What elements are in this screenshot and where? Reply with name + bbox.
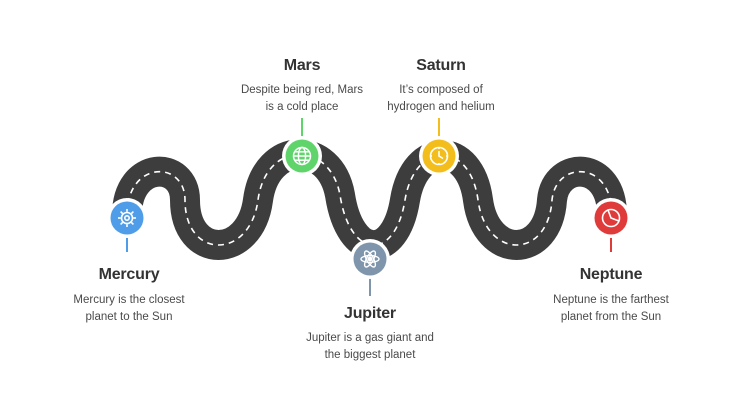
saturn-description: It’s composed of hydrogen and helium [351,82,531,116]
atom-icon [360,250,380,268]
mercury-desc-line-1: Mercury is the closest [73,294,185,306]
mars-desc-line-2: is a cold place [265,101,339,113]
neptune-title: Neptune [579,266,643,283]
mars-description: Despite being red, Mars is a cold place [212,82,392,116]
mercury-title: Mercury [98,266,160,283]
pie-chart-icon [601,208,621,228]
mars-desc-line-1: Despite being red, Mars [240,84,364,96]
jupiter-desc-line-2: the biggest planet [324,349,416,361]
road [112,139,627,261]
jupiter-description: Jupiter is a gas giant and the biggest p… [280,330,460,364]
jupiter-desc-line-1: Jupiter is a gas giant and [306,332,434,344]
neptune-description: Neptune is the farthest planet from the … [521,292,701,326]
mercury-description: Mercury is the closest planet to the Sun [39,292,219,326]
mercury-desc-line-2: planet to the Sun [85,311,173,323]
neptune-desc-line-1: Neptune is the farthest [553,294,669,306]
mercury-marker [107,198,147,252]
saturn-title: Saturn [416,57,466,74]
neptune-desc-line-2: planet from the Sun [560,311,662,323]
saturn-desc-line-2: hydrogen and helium [387,101,495,113]
mars-marker [282,118,322,176]
saturn-desc-line-1: It’s composed of [399,84,483,96]
jupiter-marker [350,239,390,296]
mars-title: Mars [283,57,321,74]
gear-icon [118,209,136,227]
clock-icon [429,146,449,166]
neptune-marker [591,198,631,252]
road-surface [112,139,627,261]
jupiter-title: Jupiter [344,305,396,322]
saturn-marker [419,118,459,176]
globe-icon [292,146,312,166]
